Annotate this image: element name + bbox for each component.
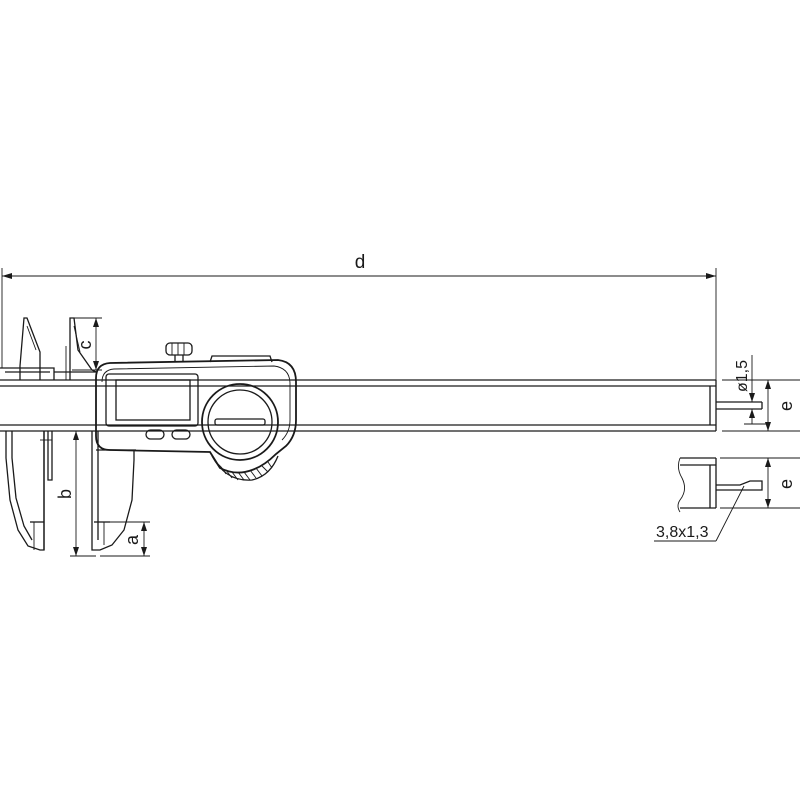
dimension-diameter: ø1,5 — [734, 355, 770, 425]
dimension-c: c — [72, 317, 102, 371]
dimension-label-section: 3,8x1,3 — [656, 524, 709, 541]
dimension-label-e-bottom: e — [776, 479, 796, 489]
lcd-display — [105, 373, 199, 440]
caliper-beam — [0, 379, 717, 432]
movable-jaw — [54, 317, 136, 551]
dimension-section: 3,8x1,3 — [654, 485, 745, 542]
thumb-wheel — [201, 383, 279, 481]
dimension-d: d — [1, 252, 717, 380]
dimension-e-top: e — [722, 379, 800, 432]
dimension-a: a — [100, 521, 150, 557]
dimension-label-e-top: e — [776, 401, 796, 411]
dimension-label-b: b — [55, 489, 75, 499]
dimension-e-bottom: e — [720, 457, 800, 509]
dimension-label-diameter: ø1,5 — [734, 360, 751, 392]
slider-housing — [95, 342, 297, 474]
dimension-label-c: c — [75, 341, 95, 350]
depth-rod-detail — [677, 457, 763, 513]
button-right[interactable] — [171, 429, 191, 440]
fixed-jaw — [0, 317, 55, 551]
depth-rod — [716, 401, 763, 410]
dimension-b: b — [55, 430, 96, 557]
dimension-label-d: d — [355, 252, 366, 273]
button-left[interactable] — [145, 429, 165, 440]
dimension-label-a: a — [122, 534, 142, 545]
